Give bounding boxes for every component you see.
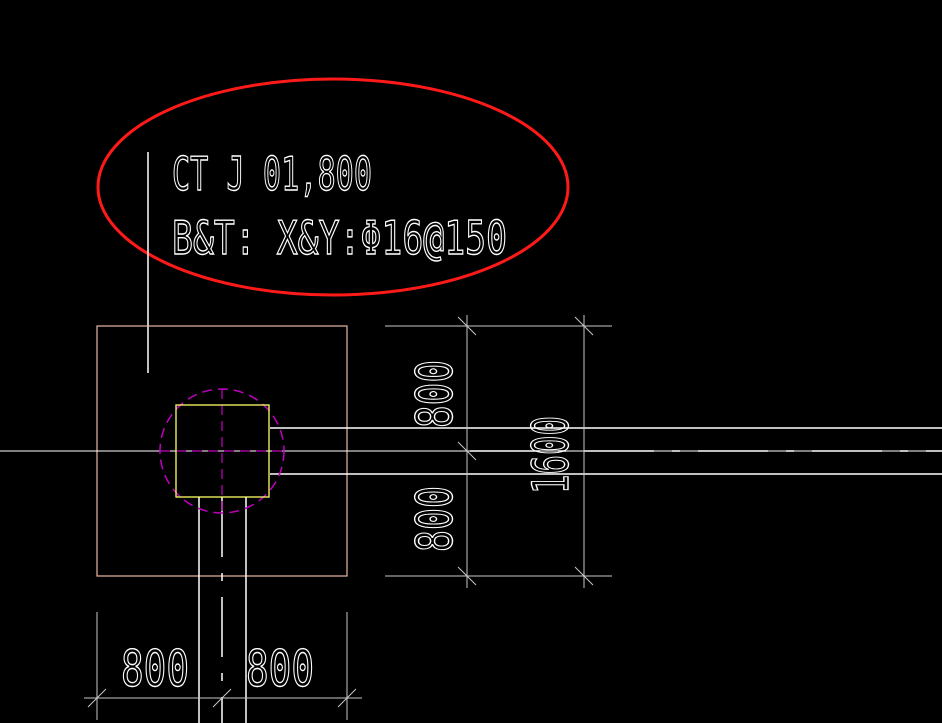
column-outline [175,404,270,498]
dim-bottom-left: 800 [121,640,189,698]
dim-right-upper: 800 [406,360,464,428]
highlight-ellipse [96,77,570,297]
right-dimension-group [385,315,612,588]
dim-bottom-right: 800 [246,640,314,698]
annotation-line-1: CT J 01,800 [172,147,372,201]
dim-right-lower: 800 [406,486,464,552]
dim-right-total: 1600 [522,416,580,494]
bottom-dimension-group [84,612,362,720]
annotation-line-2: B&T: X&Y:Φ16@150 [172,211,507,265]
